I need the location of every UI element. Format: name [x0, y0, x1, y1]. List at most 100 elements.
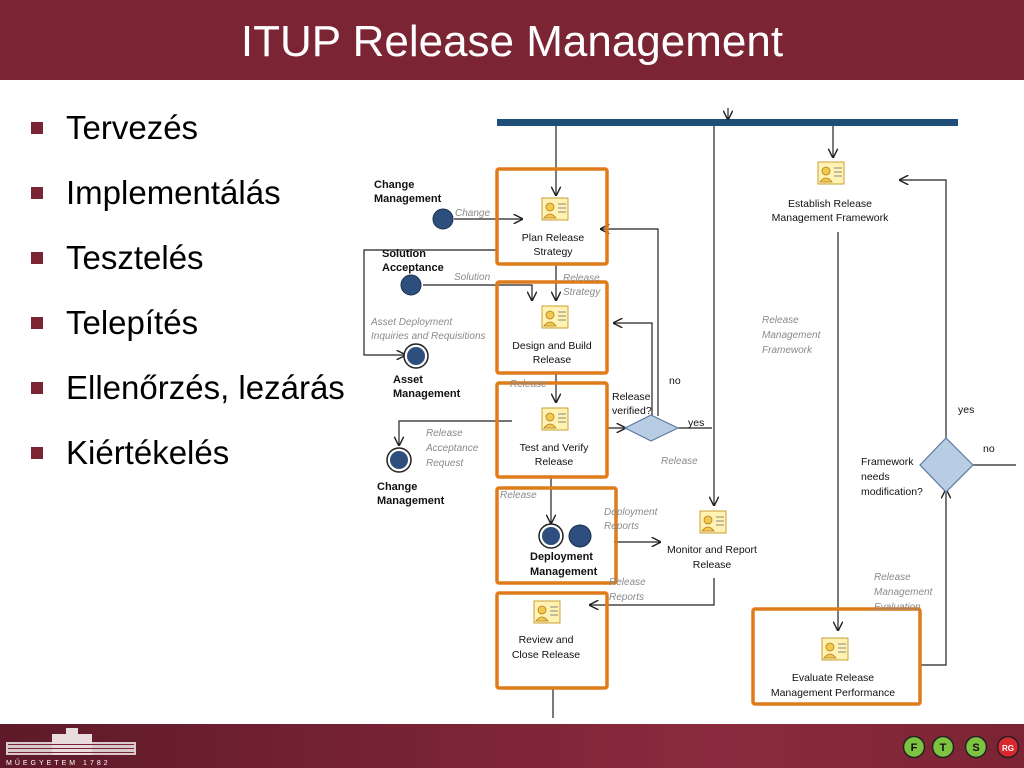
highlight-box: [495, 167, 609, 266]
square-bullet-icon: [31, 317, 43, 329]
flow-label: Request: [426, 458, 464, 469]
decision-label: needs: [861, 471, 890, 483]
external-label: Management: [377, 495, 445, 507]
highlight-box: [495, 381, 609, 479]
highlight-box: [751, 607, 922, 706]
yes-framework-flow: [900, 180, 947, 438]
flow-label: Strategy: [563, 287, 601, 298]
process-label: Management Framework: [772, 212, 889, 224]
decision-label: Framework: [861, 456, 914, 468]
flow-label: Release: [874, 572, 911, 583]
flow-label: Evaluation: [874, 602, 921, 613]
release-verified-decision: [623, 414, 680, 442]
process-label: Release: [533, 354, 572, 366]
slide-title: ITUP Release Management: [240, 17, 784, 66]
external-label: Solution: [382, 248, 426, 260]
external-label: Management: [374, 193, 442, 205]
badge-label: RG: [1002, 744, 1014, 753]
external-label: Acceptance: [382, 262, 444, 274]
process-icon: [821, 637, 849, 661]
swimlane-bar: [497, 119, 958, 126]
footer-graphics: MŰEGYETEM 1782 F T S RG: [6, 728, 1020, 767]
bullet-item: Ellenőrzés, lezárás: [26, 368, 356, 408]
flow-label: Release: [426, 428, 463, 439]
highlight-box: [495, 486, 618, 585]
change-management-node: [390, 451, 408, 469]
bullet-item: Tesztelés: [26, 238, 356, 278]
external-label: Change: [377, 481, 417, 493]
university-logo: [6, 728, 136, 755]
yes-label: yes: [958, 404, 974, 416]
flow-label: Acceptance: [425, 443, 479, 454]
badge-label: T: [940, 742, 947, 754]
square-bullet-icon: [31, 447, 43, 459]
flow-label: Release: [661, 456, 698, 467]
asset-flow: [363, 249, 497, 355]
process-label: Test and Verify: [520, 442, 590, 454]
process-icon: [541, 197, 569, 221]
bullet-item: Implementálás: [26, 173, 356, 213]
process-label: Design and Build: [512, 340, 592, 352]
square-bullet-icon: [31, 382, 43, 394]
flow-label: Reports: [609, 592, 644, 603]
bullet-list: Tervezés Implementálás Tesztelés Telepít…: [26, 108, 356, 498]
decision-label: Release: [612, 391, 651, 403]
square-bullet-icon: [31, 187, 43, 199]
external-label: Change: [374, 179, 414, 191]
logo-caption: MŰEGYETEM 1782: [6, 758, 111, 767]
evaluation-flow: [920, 490, 946, 666]
solution-acceptance-node: [400, 274, 422, 296]
process-icon: [699, 510, 727, 534]
footer-bar: [0, 724, 1024, 768]
process-label: Establish Release: [788, 198, 872, 210]
no-label: no: [983, 443, 995, 455]
flow-label: Framework: [762, 345, 813, 356]
framework-modification-decision: [919, 437, 974, 493]
process-icon: [817, 161, 845, 185]
process-label: Management Performance: [771, 687, 895, 699]
highlight-box: [495, 280, 609, 375]
asset-management-node: [407, 347, 425, 365]
flow-label: Release: [563, 273, 600, 284]
process-label: Evaluate Release: [792, 672, 874, 684]
deployment-management-node: [568, 524, 592, 548]
square-bullet-icon: [31, 122, 43, 134]
highlight-box: [495, 591, 609, 690]
bullet-item: Kiértékelés: [26, 433, 356, 473]
badge-s-icon: [964, 735, 988, 759]
badge-rg-icon: [996, 735, 1020, 759]
no-label: no: [669, 375, 681, 387]
square-bullet-icon: [31, 252, 43, 264]
no-flow: [614, 323, 653, 418]
bullet-item: Telepítés: [26, 303, 356, 343]
external-label: Asset: [393, 374, 423, 386]
process-icon: [533, 600, 561, 624]
flow-line: [601, 229, 659, 416]
badge-label: S: [972, 742, 979, 754]
external-label: Deployment: [530, 551, 593, 563]
flow-label: Management: [762, 330, 822, 341]
badge-f-icon: [902, 735, 926, 759]
process-icon: [541, 305, 569, 329]
flow-label: Release: [500, 490, 537, 501]
external-label: Management: [530, 566, 598, 578]
process-icon: [541, 407, 569, 431]
solution-flow: [423, 284, 532, 300]
process-label: Strategy: [533, 246, 573, 258]
badge-t-icon: [931, 735, 955, 759]
deployment-management-node: [542, 527, 560, 545]
process-label: Review and: [519, 634, 574, 646]
flow-label: Management: [874, 587, 934, 598]
flow-label: Inquiries and Requisitions: [371, 331, 486, 342]
flow-label: Reports: [604, 521, 639, 532]
bullet-item: Tervezés: [26, 108, 356, 148]
flow-label: Release: [609, 577, 646, 588]
yes-label: yes: [688, 417, 704, 429]
acceptance-flow: [399, 420, 512, 445]
process-label: Release: [693, 559, 732, 571]
process-label: Plan Release: [522, 232, 585, 244]
flow-label: Asset Deployment: [370, 317, 453, 328]
process-label: Monitor and Report: [667, 544, 757, 556]
title-bar: [0, 0, 1024, 80]
